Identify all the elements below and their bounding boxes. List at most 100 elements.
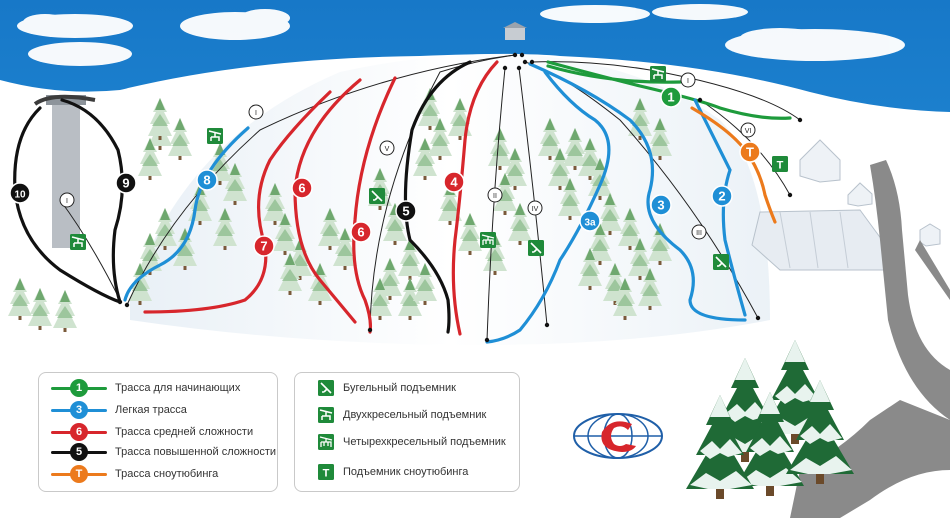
trail-badges: 1 2 3 3а 4 5 6 6 7 8 9 10 T bbox=[9, 86, 761, 257]
trail-badge-circle bbox=[579, 210, 601, 232]
trail-badge-label: 6 bbox=[357, 225, 364, 240]
lift-label[interactable]: I bbox=[248, 104, 264, 120]
trail-badge-circle bbox=[739, 141, 761, 163]
lift-label-circle bbox=[527, 200, 543, 216]
resort-logo bbox=[573, 413, 663, 459]
double-chairlift-icon[interactable] bbox=[650, 66, 666, 82]
trail-badge-circle bbox=[443, 171, 465, 193]
trail-badge[interactable]: 3 bbox=[650, 194, 672, 216]
snowtubing-lift-icon: T bbox=[317, 463, 335, 481]
trail-badge-circle bbox=[660, 86, 682, 108]
lift-label-text: III bbox=[696, 230, 702, 237]
trail-badge: 6 bbox=[70, 423, 88, 441]
trail-badge-circle bbox=[291, 177, 313, 199]
trail-badge-circle bbox=[196, 169, 218, 191]
lift-label[interactable]: II bbox=[487, 187, 503, 203]
legend-trail-snowtubing: T Трасса сноутюбинга bbox=[51, 465, 218, 483]
lift-label[interactable]: V bbox=[379, 140, 395, 156]
trail-badge-label: 10 bbox=[14, 190, 26, 201]
lift-label-circle bbox=[487, 187, 503, 203]
legend-lift-snowtubing: T Подъемник сноутюбинга bbox=[295, 463, 468, 481]
trail-badge-circle bbox=[395, 200, 417, 222]
lift-label-text: I bbox=[66, 198, 68, 205]
lift-label-circle bbox=[59, 192, 75, 208]
legend-label: Подъемник сноутюбинга bbox=[343, 466, 469, 478]
lift-label-text: II bbox=[493, 193, 497, 200]
trail-badge-circle bbox=[650, 194, 672, 216]
double-chairlift-icon[interactable] bbox=[70, 234, 86, 250]
trail-badge-label: 8 bbox=[203, 173, 210, 188]
legend-trail-advanced: 5 Трасса повышенной сложности bbox=[51, 443, 276, 461]
t-bar-lift-icon[interactable] bbox=[713, 254, 729, 270]
lift-label[interactable]: I bbox=[680, 72, 696, 88]
legend-label: Трасса повышенной сложности bbox=[115, 446, 277, 458]
trail-badge-label: T bbox=[746, 145, 754, 160]
trail-badge[interactable]: 3а bbox=[579, 210, 601, 232]
trail-badge[interactable]: 1 bbox=[660, 86, 682, 108]
trail-swatch: 3 bbox=[51, 401, 107, 419]
lift-icon-letter: T bbox=[777, 160, 784, 172]
road bbox=[870, 160, 950, 420]
trail-badge[interactable]: 5 bbox=[395, 200, 417, 222]
trail-badge-label: 7 bbox=[260, 239, 267, 254]
legend-lift-quad-chair: Четырехкресельный подъемник bbox=[295, 433, 506, 451]
legend-trail-intermediate: 6 Трасса средней сложности bbox=[51, 423, 253, 441]
trail-badge-label: 5 bbox=[402, 204, 409, 219]
trail-badge-label: 3а bbox=[584, 218, 596, 229]
trail-badge[interactable]: 7 bbox=[253, 235, 275, 257]
summit-building bbox=[503, 22, 527, 40]
lift-legend: Бугельный подъемник Двухкресельный подъе… bbox=[294, 372, 520, 492]
trail-badge[interactable]: 9 bbox=[115, 172, 137, 194]
trail-swatch: 1 bbox=[51, 379, 107, 397]
trail-badge-circle bbox=[253, 235, 275, 257]
t-bar-lift-icon[interactable] bbox=[528, 240, 544, 256]
trail-badge: 3 bbox=[70, 401, 88, 419]
trail-badge-circle bbox=[711, 185, 733, 207]
trail-badge: 1 bbox=[70, 379, 88, 397]
legend-label: Бугельный подъемник bbox=[343, 382, 456, 394]
lift-label-text: I bbox=[255, 110, 257, 117]
trail-swatch: T bbox=[51, 465, 107, 483]
double-chairlift-icon bbox=[317, 406, 335, 424]
legend-label: Трасса для начинающих bbox=[115, 382, 241, 394]
trail-badge[interactable]: 4 bbox=[443, 171, 465, 193]
legend-trail-beginner: 1 Трасса для начинающих bbox=[51, 379, 240, 397]
lift-label[interactable]: III bbox=[691, 224, 707, 240]
lift-label-circle bbox=[248, 104, 264, 120]
legend-lift-t-bar: Бугельный подъемник bbox=[295, 379, 456, 397]
trail-badge[interactable]: 10 bbox=[9, 182, 31, 204]
trail-badge[interactable]: 2 bbox=[711, 185, 733, 207]
trail-badge[interactable]: 6 bbox=[291, 177, 313, 199]
lift-label-circle bbox=[680, 72, 696, 88]
lift-label-text: V bbox=[385, 146, 390, 153]
legend-trail-easy: 3 Легкая трасса bbox=[51, 401, 187, 419]
trail-badge-label: 9 bbox=[122, 176, 129, 191]
trail-badge-label: 1 bbox=[667, 90, 674, 105]
trail-swatch: 6 bbox=[51, 423, 107, 441]
legend-label: Трасса средней сложности bbox=[115, 426, 254, 438]
legend-label: Трасса сноутюбинга bbox=[115, 468, 219, 480]
lift-label[interactable]: IV bbox=[527, 200, 543, 216]
lift-label-circle bbox=[740, 122, 756, 138]
trail-badge[interactable]: 6 bbox=[350, 221, 372, 243]
t-bar-lift-icon[interactable] bbox=[369, 188, 385, 204]
legend-label: Четырехкресельный подъемник bbox=[343, 436, 506, 448]
trail-badge[interactable]: 8 bbox=[196, 169, 218, 191]
lift-label-circle bbox=[379, 140, 395, 156]
trail-badge-label: 6 bbox=[298, 181, 305, 196]
snowtubing-lift-icon[interactable]: T bbox=[772, 156, 788, 172]
quad-chairlift-icon[interactable] bbox=[480, 232, 496, 248]
trail-badge-label: 4 bbox=[450, 175, 458, 190]
trail-badge: T bbox=[70, 465, 88, 483]
lift-label[interactable]: VI bbox=[740, 122, 756, 138]
trail-badge[interactable]: T bbox=[739, 141, 761, 163]
lift-label-text: I bbox=[687, 78, 689, 85]
lift-label[interactable]: I bbox=[59, 192, 75, 208]
trails bbox=[13, 60, 792, 344]
trail-legend: 1 Трасса для начинающих 3 Легкая трасса … bbox=[38, 372, 278, 492]
trail-badge-circle bbox=[9, 182, 31, 204]
trail-badge: 5 bbox=[70, 443, 88, 461]
double-chairlift-icon[interactable] bbox=[207, 128, 223, 144]
lift-icon-letter: T bbox=[323, 468, 330, 480]
